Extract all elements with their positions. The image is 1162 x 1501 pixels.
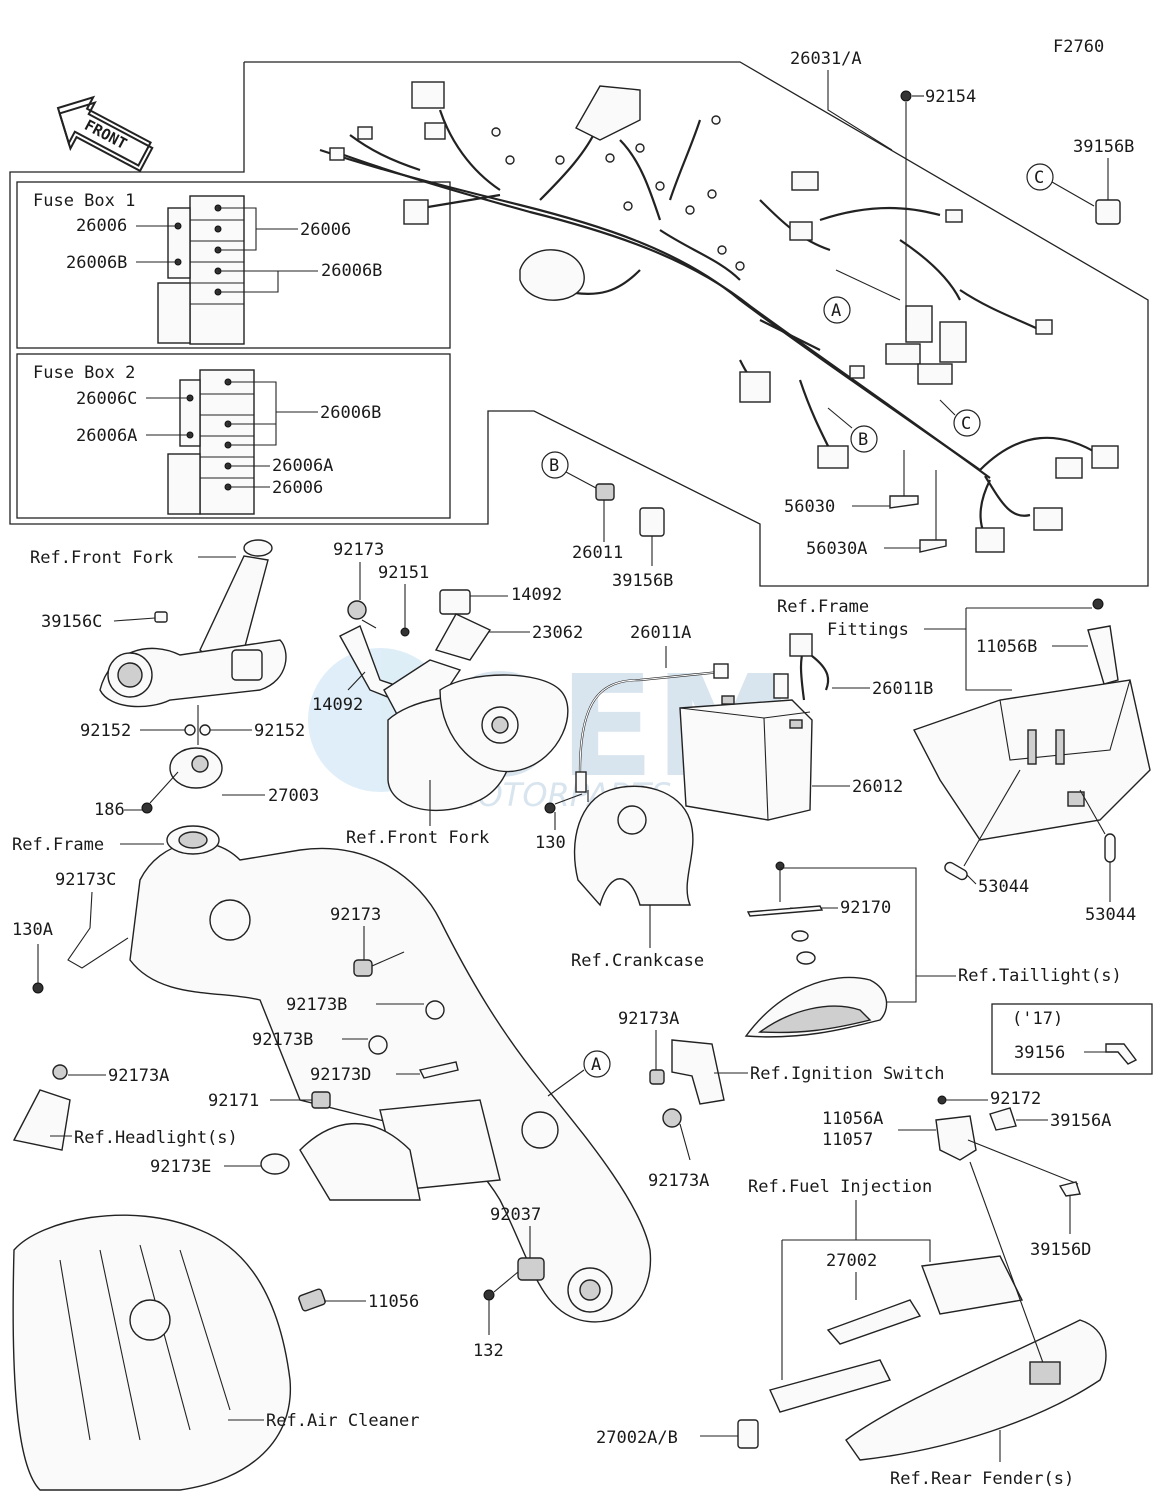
rear-fender <box>845 1319 1107 1461</box>
label-11057: 11057 <box>822 1130 873 1150</box>
label-92173a-left: 92173A <box>108 1066 169 1086</box>
label-92173e: 92173E <box>150 1157 211 1177</box>
fuse-box-1-title: Fuse Box 1 <box>33 191 135 211</box>
svg-text:A: A <box>591 1055 601 1075</box>
svg-text:C: C <box>961 414 971 434</box>
label-92171: 92171 <box>208 1091 259 1111</box>
label-92037: 92037 <box>490 1205 541 1225</box>
label-92173a-top-right: 92173A <box>618 1009 679 1029</box>
label-56030: 56030 <box>784 497 835 517</box>
label-27002: 27002 <box>826 1251 877 1271</box>
ref-air-cleaner: Ref.Air Cleaner <box>266 1411 420 1431</box>
fuse-box-2: Fuse Box 2 26006C 26006A 26006B 26006A 2… <box>16 353 451 519</box>
label-92173a-bottom-right: 92173A <box>648 1171 709 1191</box>
label-92154: 92154 <box>925 87 976 107</box>
fb2-label-26006a-left: 26006A <box>76 426 137 446</box>
fuse-box-2-title: Fuse Box 2 <box>33 363 135 383</box>
callout-a-top: A <box>823 296 851 324</box>
label-39156b-mid: 39156B <box>612 571 673 591</box>
label-23062: 23062 <box>532 623 583 643</box>
callout-b-mid: B <box>541 451 569 479</box>
headlight-bracket <box>12 1089 71 1151</box>
fb2-label-26006a-right: 26006A <box>272 456 333 476</box>
wiring-harness <box>319 81 1119 553</box>
ref-headlight: Ref.Headlight(s) <box>74 1128 238 1148</box>
fb1-label-26006b-left: 26006B <box>66 253 127 273</box>
callout-a-frame: A <box>583 1050 611 1078</box>
ref-fuel-injection: Ref.Fuel Injection <box>748 1177 932 1197</box>
label-11056b: 11056B <box>976 637 1037 657</box>
ref-crankcase: Ref.Crankcase <box>571 951 704 971</box>
label-26011a: 26011A <box>630 623 691 643</box>
label-130a: 130A <box>12 920 53 940</box>
year-box-year: ('17) <box>1012 1009 1063 1029</box>
ignition-bracket <box>671 1039 725 1105</box>
label-26012: 26012 <box>852 777 903 797</box>
label-39156b-top: 39156B <box>1073 137 1134 157</box>
label-92152-right: 92152 <box>254 721 305 741</box>
label-11056: 11056 <box>368 1292 419 1312</box>
label-53044-2: 53044 <box>1085 905 1136 925</box>
label-26031-a: 26031/A <box>790 49 862 69</box>
figure-code: F2760 <box>1053 37 1104 57</box>
callout-c-top: C <box>1026 163 1054 191</box>
label-39156d: 39156D <box>1030 1240 1091 1260</box>
ignition-switch-parts <box>339 589 569 812</box>
label-92173c: 92173C <box>55 870 116 890</box>
label-27003: 27003 <box>268 786 319 806</box>
label-130: 130 <box>535 833 566 853</box>
ref-rear-fender: Ref.Rear Fender(s) <box>890 1469 1074 1489</box>
label-132: 132 <box>473 1341 504 1361</box>
label-92152-left: 92152 <box>80 721 131 741</box>
fb1-label-26006-left: 26006 <box>76 216 127 236</box>
label-186: 186 <box>94 800 125 820</box>
ref-frame-fittings-1: Ref.Frame <box>777 597 869 617</box>
callout-c-mid: C <box>953 409 981 437</box>
label-92172: 92172 <box>990 1089 1041 1109</box>
label-92151: 92151 <box>378 563 429 583</box>
svg-text:C: C <box>1034 168 1044 188</box>
fb1-label-26006b-right: 26006B <box>321 261 382 281</box>
label-27002a-b: 27002A/B <box>596 1428 678 1448</box>
year-box <box>991 1003 1153 1075</box>
svg-text:B: B <box>549 456 559 476</box>
fb1-label-26006-right: 26006 <box>300 220 351 240</box>
fb2-label-26006: 26006 <box>272 478 323 498</box>
ref-frame-fittings-2: Fittings <box>827 620 909 640</box>
label-11056a: 11056A <box>822 1109 883 1129</box>
label-56030a: 56030A <box>806 539 867 559</box>
label-92173-frame: 92173 <box>330 905 381 925</box>
label-39156a: 39156A <box>1050 1111 1111 1131</box>
label-92170: 92170 <box>840 898 891 918</box>
ref-front-fork-mid: Ref.Front Fork <box>346 828 489 848</box>
ref-ignition-switch: Ref.Ignition Switch <box>750 1064 944 1084</box>
label-92173b-2: 92173B <box>252 1030 313 1050</box>
svg-text:A: A <box>831 301 841 321</box>
ref-front-fork-top: Ref.Front Fork <box>30 548 173 568</box>
label-92173-top: 92173 <box>333 540 384 560</box>
svg-text:B: B <box>858 430 868 450</box>
label-39156c: 39156C <box>41 612 102 632</box>
air-cleaner-shape <box>12 1214 292 1491</box>
frame-shape <box>129 825 652 1323</box>
fb2-label-26006b: 26006B <box>320 403 381 423</box>
label-14092-left: 14092 <box>312 695 363 715</box>
label-92173d: 92173D <box>310 1065 371 1085</box>
fuse-box-1: Fuse Box 1 26006 26006B 26006 26006B <box>16 181 451 349</box>
label-26011: 26011 <box>572 543 623 563</box>
harness-box <box>9 61 1149 587</box>
fb2-label-26006c: 26006C <box>76 389 137 409</box>
label-53044-1: 53044 <box>978 877 1029 897</box>
label-14092-top: 14092 <box>511 585 562 605</box>
ref-frame: Ref.Frame <box>12 835 104 855</box>
year-box-part: 39156 <box>1014 1043 1065 1063</box>
crankcase-shape <box>573 785 694 907</box>
label-92173b-1: 92173B <box>286 995 347 1015</box>
label-26011b: 26011B <box>872 679 933 699</box>
ref-taillight: Ref.Taillight(s) <box>958 966 1122 986</box>
front-arrow-icon: FRONT <box>56 95 154 173</box>
front-fork-assembly <box>99 539 287 708</box>
callout-b-top: B <box>850 425 878 453</box>
